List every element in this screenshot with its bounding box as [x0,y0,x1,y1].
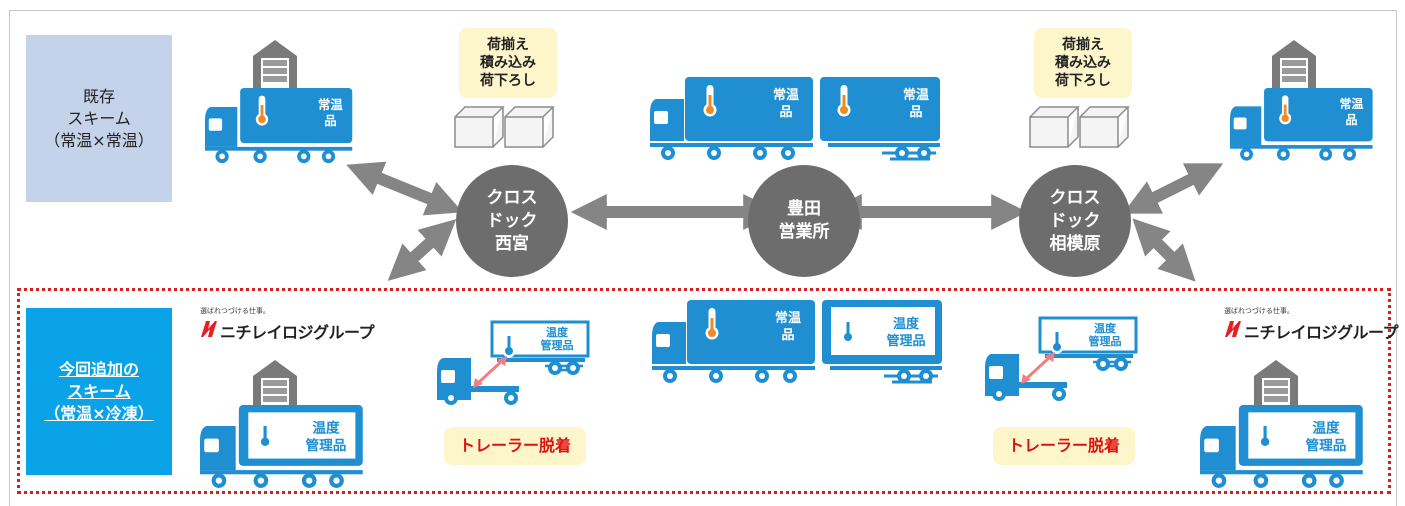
ambient-truck-left: 常温品 [205,88,353,164]
handling-note-line-3: 荷下ろし [1055,73,1111,89]
warehouse-icon [1272,40,1316,88]
brand-name: ニチレイロジグループ [220,323,375,342]
brand-name: ニチレイロジグループ [1244,323,1399,342]
hub-sagamihara: クロス ドック 相模原 [1019,165,1131,277]
handling-note-line-2: 積み込み [480,55,536,71]
brand-tagline: 選ばれつづける仕事。 [1224,307,1294,315]
cargo-label-text: 常温 [1339,96,1363,111]
nichirei-logistics-logo-left: 選ばれつづける仕事。 ニチレイロジグループ [200,306,375,346]
added-scheme-label: 今回追加の スキーム （常温×冷凍） [26,308,172,475]
handling-note-line-3: 荷下ろし [480,73,536,89]
cargo-label-text: 品 [1345,113,1357,127]
warehouse-icon [1254,360,1298,408]
cargo-label-text: 温度 [1094,321,1117,335]
existing-scheme-line-1: 既存 [82,86,115,106]
cargo-label-text: 管理品 [1306,437,1347,454]
cargo-label-text: 管理品 [306,437,347,454]
trailer-swap-label: トレーラー脱着 [458,436,571,455]
cargo-label-text: 温度 [546,325,569,339]
hub-nishinomiya: クロス ドック 西宮 [456,165,568,277]
cargo-label-text: 常温 [318,97,343,112]
hub-line-2: ドック [486,210,538,231]
cargo-boxes-icon [1029,106,1130,148]
existing-scheme-line-3: （常温×常温） [44,130,154,150]
cargo-boxes-icon [454,106,555,148]
thermometer-icon [1279,95,1292,125]
added-scheme-line-2: スキーム [67,381,131,401]
handling-note-line-1: 荷揃え [487,37,529,53]
cargo-label-text: 常温 [773,87,799,103]
warehouse-icon [253,360,297,408]
nichirei-n-icon [201,321,217,337]
cargo-label-text: 常温 [903,87,929,103]
nichirei-n-icon [1225,321,1241,337]
arrow-sagamihara-added [1132,218,1196,282]
thermometer-icon [502,326,516,358]
trailer-swap-note-left: トレーラー脱着 [444,427,586,465]
thermometer-icon [1258,415,1272,449]
added-scheme-line-1: 今回追加の [58,359,139,379]
thermometer-icon [837,85,851,117]
thermometer-icon [705,308,719,340]
hub-line-2: ドック [1049,210,1101,231]
outer-frame [9,10,1397,506]
cargo-label-text: 品 [909,105,922,120]
handling-note-line-1: 荷揃え [1062,37,1104,53]
thermometer-icon [703,85,717,117]
detach-arrow [1023,354,1053,382]
ambient-truck-right: 常温品 [1230,88,1373,161]
thermometer-icon [841,312,855,344]
cargo-label-text: 温度 [893,316,920,332]
cargo-label-text: 管理品 [1089,334,1122,348]
thermometer-icon [1050,322,1064,354]
handling-note-line-2: 積み込み [1055,55,1111,71]
handling-note-right: 荷揃え 積み込み 荷下ろし [1034,28,1132,98]
brand-tagline: 選ばれつづける仕事。 [200,307,270,315]
ambient-double-trailer-truck: 常温品 常温品 [650,77,940,161]
thermometer-icon [255,95,269,126]
existing-scheme-label: 既存 スキーム （常温×常温） [26,35,172,202]
arrow-sagamihara-existing [1122,163,1224,214]
cargo-label-text: 温度 [312,419,340,436]
nichirei-logistics-logo-right: 選ばれつづける仕事。 ニチレイロジグループ [1224,306,1399,346]
existing-scheme-line-2: スキーム [67,108,131,128]
cargo-label-text: 常温 [775,310,801,326]
handling-note-left: 荷揃え 積み込み 荷下ろし [459,28,557,98]
cargo-label-text: 管理品 [541,338,574,352]
hub-line-3: 相模原 [1049,233,1101,254]
hub-line-2: 営業所 [778,222,830,242]
cargo-label-text: 品 [324,114,336,128]
arrow-nishinomiya-existing [346,161,463,216]
hub-toyota-office: 豊田 営業所 [748,165,860,277]
cargo-label-text: 管理品 [886,333,925,349]
cargo-label-text: 品 [781,328,794,343]
arrow-nishinomiya-added [387,219,457,281]
added-scheme-outline [17,288,1391,494]
trailer-swap-note-right: トレーラー脱着 [993,427,1135,465]
cargo-label-text: 品 [779,105,792,120]
hub-line-1: 豊田 [787,199,821,219]
trailer-swap-label: トレーラー脱着 [1007,436,1120,455]
hub-line-3: 西宮 [495,233,529,254]
hub-line-1: クロス [486,187,538,208]
hub-line-1: クロス [1049,187,1101,208]
cargo-label-text: 温度 [1312,419,1340,436]
added-scheme-line-3: （常温×冷凍） [44,403,154,423]
warehouse-icon [253,40,297,88]
thermometer-icon [258,415,272,449]
detach-arrow [475,358,505,386]
